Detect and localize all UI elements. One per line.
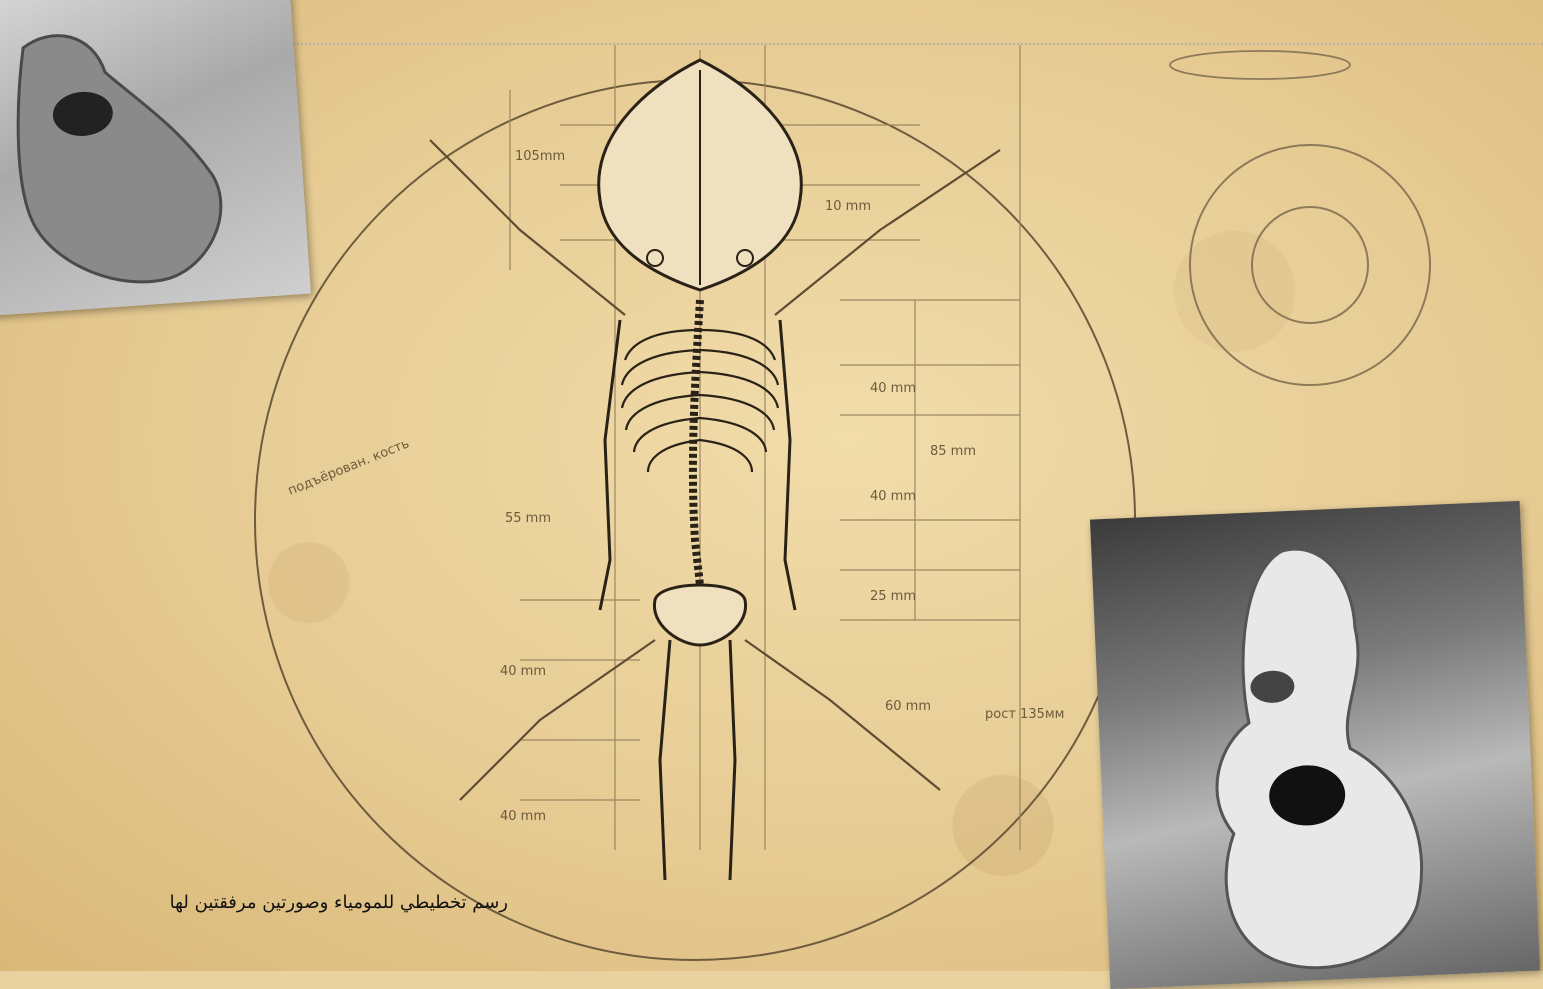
pelvis: [654, 585, 745, 645]
label-hips: 25 mm: [870, 589, 916, 604]
label-torso: 85 mm: [930, 444, 976, 459]
label-leg-upper: 40 mm: [500, 664, 546, 679]
label-note: подъёрован. кость: [286, 436, 412, 498]
label-chest-lower: 40 mm: [870, 489, 916, 504]
legs: [660, 640, 735, 880]
label-chest-upper: 40 mm: [870, 381, 916, 396]
label-foot-arm: 60 mm: [885, 699, 931, 714]
label-head-height: 105mm: [515, 149, 565, 164]
label-leg-lower: 40 mm: [500, 809, 546, 824]
spine: [693, 300, 700, 590]
mummy-photo-top-left: [0, 0, 311, 316]
image-caption: رسم تخطيطي للمومياء وصورتين مرفقتين لها: [8, 892, 508, 913]
label-total-height: рост 135мм: [985, 707, 1065, 722]
mummy-photo-bottom-right: [1090, 501, 1540, 989]
label-head-width: 10 mm: [825, 199, 871, 214]
top-ellipse-sketch: [1170, 51, 1350, 79]
outer-ring-sketch: [1190, 145, 1430, 385]
label-arm: 55 mm: [505, 511, 551, 526]
inner-ring-sketch: [1252, 207, 1368, 323]
